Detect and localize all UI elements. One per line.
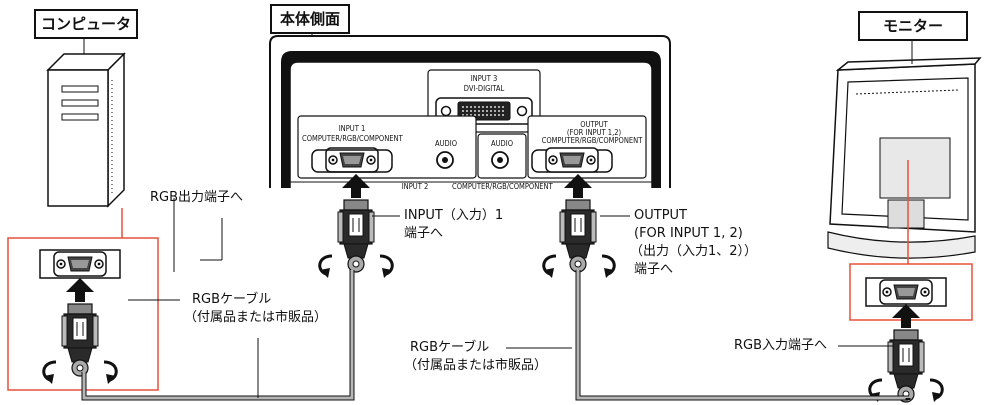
audio-right-label: AUDIO [490, 139, 514, 148]
input1-callout-line1: INPUT（入力）1 [404, 208, 504, 223]
output-sublabel: (FOR INPUT 1,2) [566, 128, 622, 137]
output-label: OUTPUT [580, 120, 608, 129]
output-callout-line4: 端子へ [634, 262, 674, 277]
cable2-callout-line2: （付属品または市販品） [404, 358, 548, 373]
output-sublabel-2: COMPUTER/RGB/COMPONENT [541, 136, 643, 145]
computer-tower [46, 52, 126, 208]
output-callout-line2: (FOR INPUT 1, 2) [634, 226, 743, 241]
monitor-label: モニター [858, 11, 968, 41]
cable1-callout-line2: （付属品または市販品） [184, 310, 328, 325]
input2-label-partial: INPUT 2 [401, 182, 429, 191]
input1-callout-line2: 端子へ [404, 226, 444, 241]
cable1-callout-line1: RGBケーブル [192, 292, 272, 307]
input3-label: INPUT 3 [470, 74, 498, 83]
monitor-illustration [827, 57, 982, 259]
input3-sublabel: DVI-DIGITAL [463, 84, 505, 93]
projector-panel [269, 35, 671, 188]
input1-sublabel: COMPUTER/RGB/COMPONENT [302, 134, 403, 143]
input2-sublabel-partial: COMPUTER/RGB/COMPONENT [452, 182, 553, 191]
rgb-in-callout: RGB入力端子へ [734, 338, 828, 353]
output-callout-line1: OUTPUT [634, 208, 687, 223]
body-side-label: 本体側面 [270, 4, 350, 34]
audio-left-label: AUDIO [434, 139, 458, 148]
rgb-out-callout: RGB出力端子へ [150, 190, 244, 205]
cable2-callout-line1: RGBケーブル [410, 340, 490, 355]
output-callout-line3: （出力（入力1、2）） [630, 244, 758, 259]
rgb-cables [81, 270, 911, 401]
computer-label: コンピュータ [34, 9, 138, 39]
input1-label: INPUT 1 [338, 124, 366, 133]
